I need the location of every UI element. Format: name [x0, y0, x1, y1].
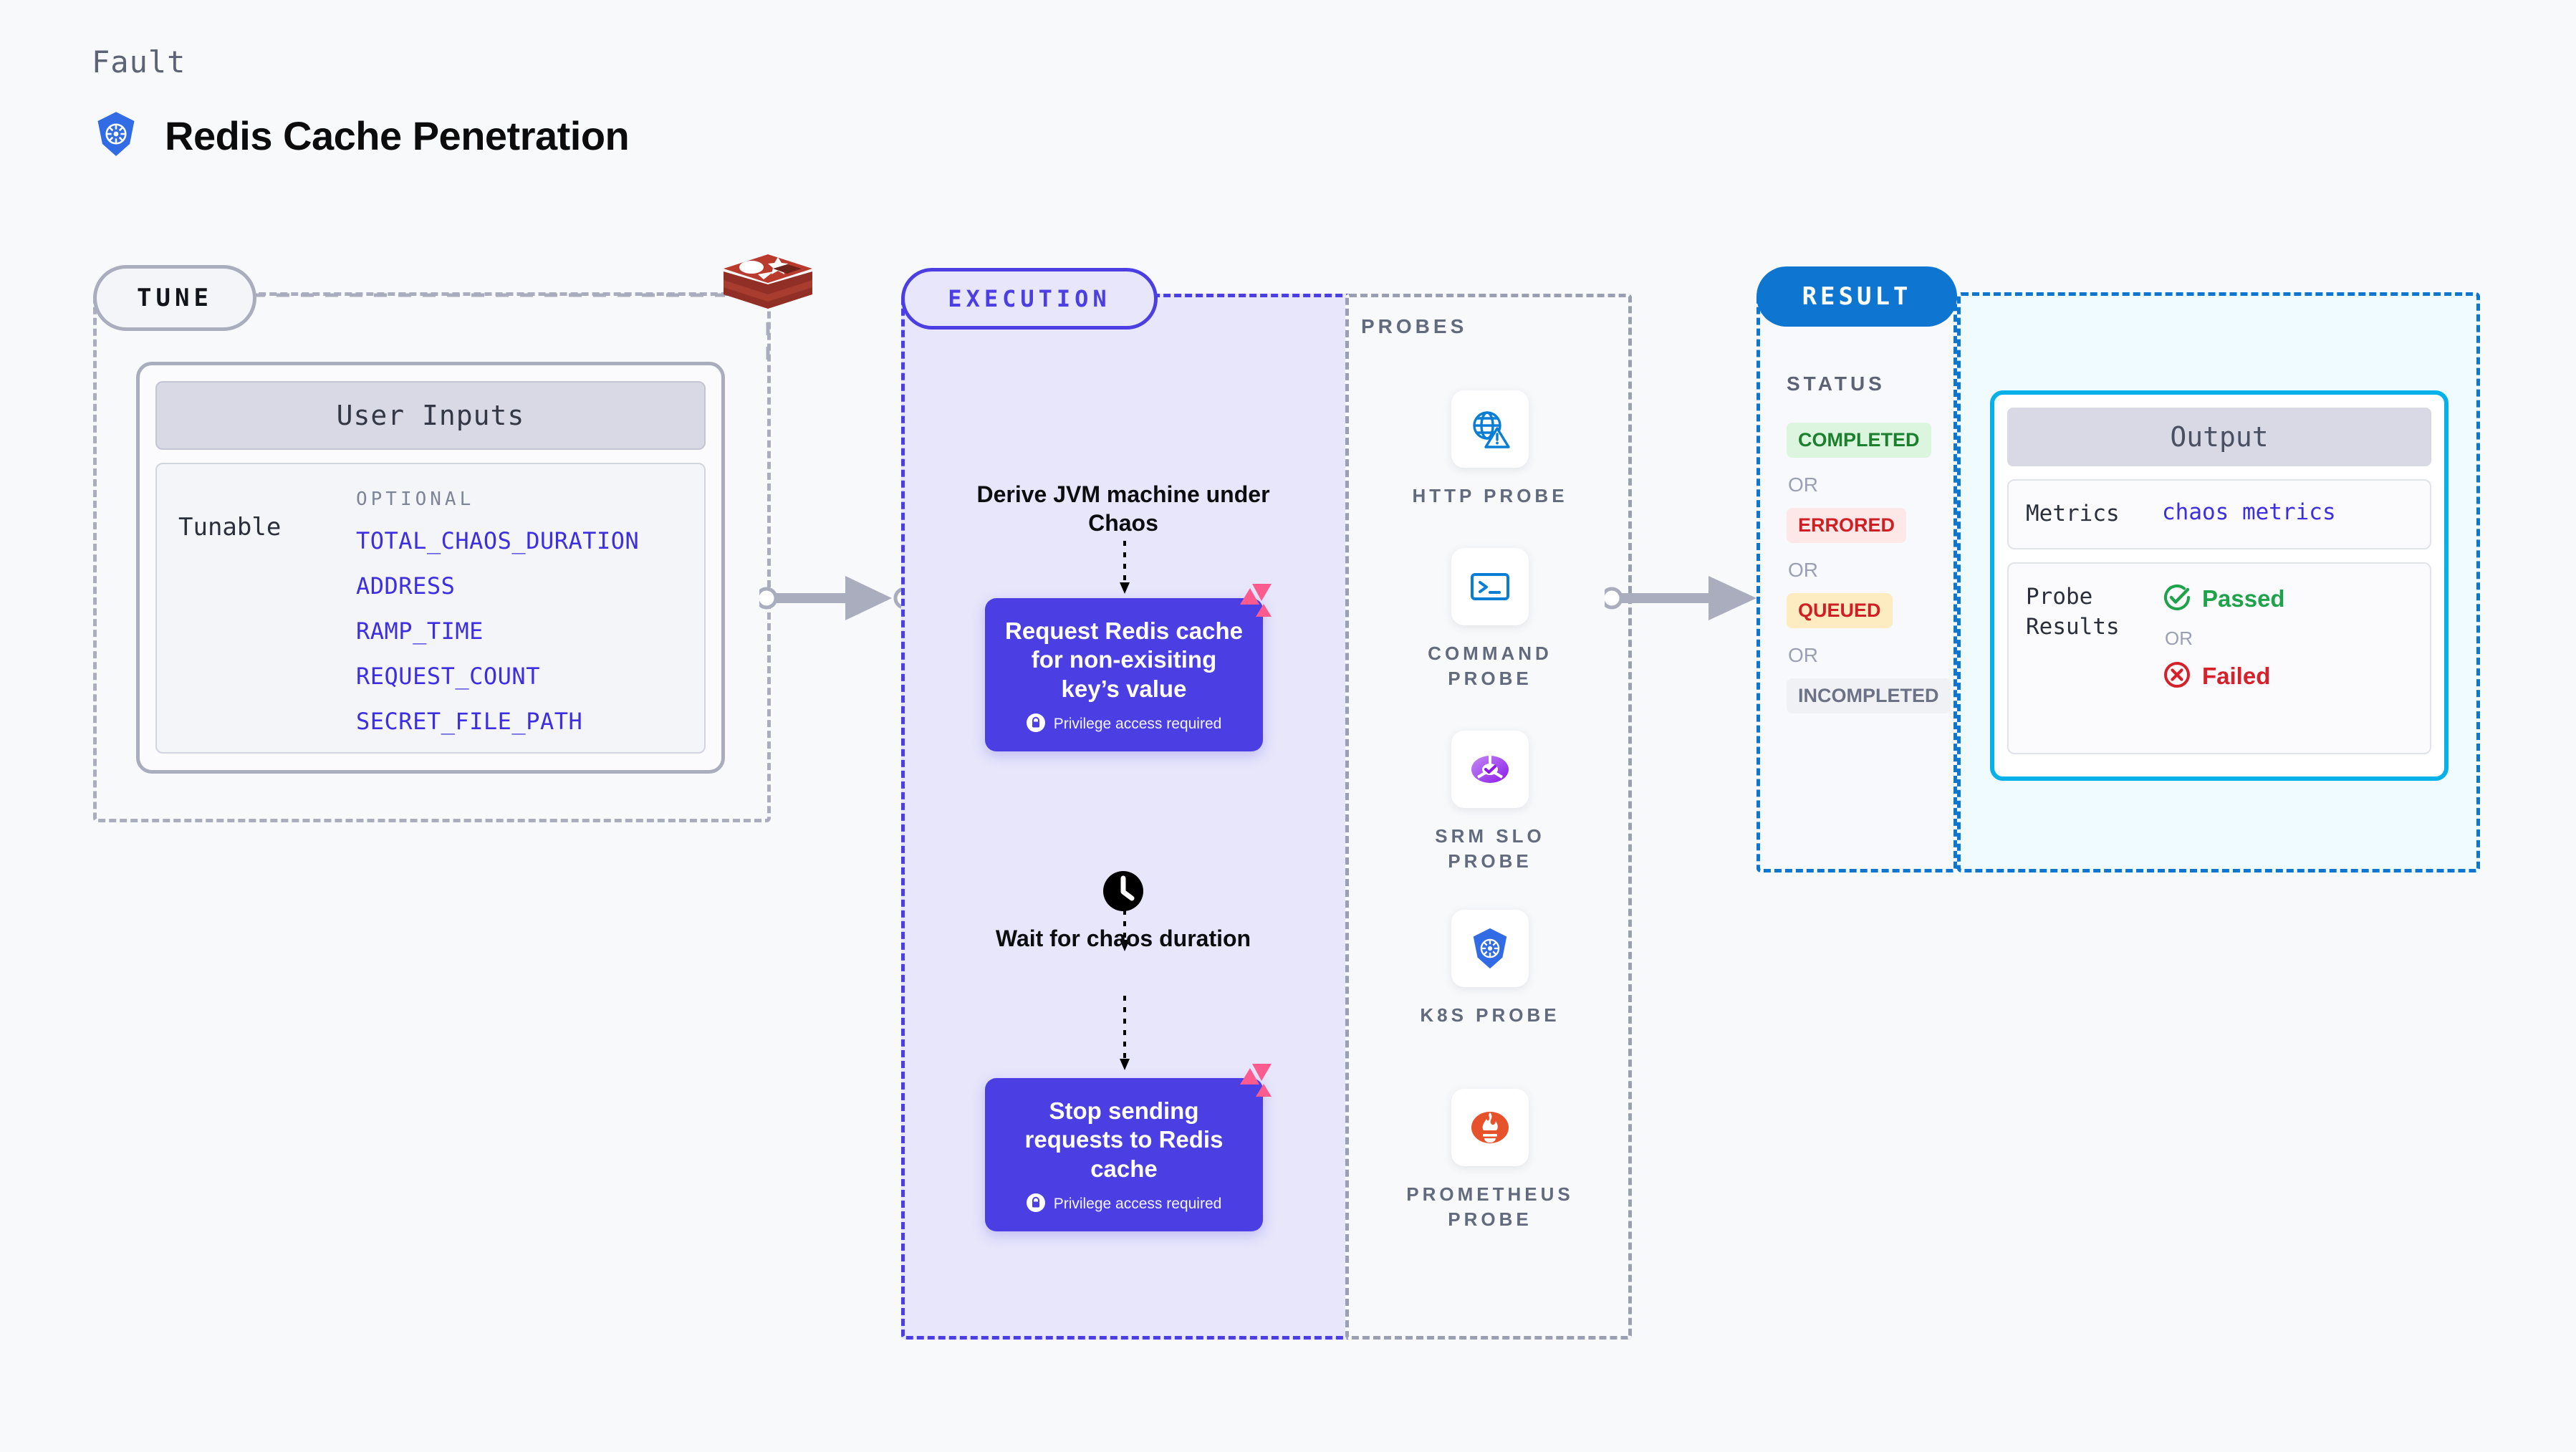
page-title: Redis Cache Penetration	[165, 113, 630, 158]
x-circle-icon	[2162, 660, 2192, 693]
privilege-row: Privilege access required	[1001, 1193, 1247, 1216]
tune-pill: TUNE	[93, 265, 256, 331]
user-inputs-title: User Inputs	[155, 381, 706, 450]
tunable-item[interactable]: TOTAL_CHAOS_DURATION	[356, 527, 640, 554]
srm-slo-donut-icon	[1451, 731, 1529, 808]
kubernetes-icon	[92, 110, 140, 162]
result-zone	[1756, 292, 1957, 872]
user-inputs-card: User Inputs Tunable OPTIONAL TOTAL_CHAOS…	[136, 362, 725, 774]
tunable-list: OPTIONAL TOTAL_CHAOS_DURATION ADDRESS RA…	[356, 489, 683, 752]
passed-label: Passed	[2202, 585, 2285, 612]
execution-flow: Derive JVM machine under Chaos Request R…	[901, 294, 1345, 1340]
output-probe-results-row: Probe Results Passed OR	[2007, 562, 2431, 754]
tunable-item[interactable]: ADDRESS	[356, 572, 456, 600]
lock-icon	[1026, 1193, 1045, 1216]
tune-to-redis-dashline	[252, 293, 725, 297]
tunable-label: Tunable	[178, 513, 282, 542]
prometheus-icon	[1451, 1089, 1529, 1166]
status-badge: ERRORED	[1787, 508, 1907, 543]
probe-label: SRM SLO PROBE	[1435, 825, 1545, 872]
output-title: Output	[2007, 408, 2431, 466]
flow-arrow	[1120, 875, 1130, 951]
kubernetes-icon	[1451, 910, 1529, 987]
tunable-body: Tunable OPTIONAL TOTAL_CHAOS_DURATION AD…	[155, 463, 706, 754]
or-label: OR	[1788, 559, 1818, 581]
redis-logo-icon	[718, 247, 818, 326]
probe-results-key: Probe Results	[2026, 583, 2120, 640]
litmus-chaos-icon	[1230, 1062, 1274, 1100]
probe-item-http[interactable]: HTTP PROBE	[1404, 390, 1576, 509]
status-badge: COMPLETED	[1787, 423, 1931, 458]
or-label: OR	[1788, 644, 1818, 666]
or-label: OR	[1788, 473, 1818, 496]
or-label: OR	[2165, 627, 2193, 649]
probe-label: PROMETHEUS PROBE	[1406, 1183, 1574, 1231]
probe-item-prometheus[interactable]: PROMETHEUS PROBE	[1404, 1089, 1576, 1232]
flow-arrow	[1120, 996, 1130, 1070]
failed-label: Failed	[2202, 663, 2271, 690]
privilege-text: Privilege access required	[1053, 716, 1222, 733]
output-metrics-row: Metrics chaos metrics	[2007, 479, 2431, 549]
litmus-chaos-icon	[1230, 582, 1274, 620]
probe-label: HTTP PROBE	[1412, 485, 1568, 506]
status-title: STATUS	[1787, 372, 1885, 395]
lock-icon	[1026, 713, 1045, 736]
page-header: Fault Redis Cache Penetration	[92, 44, 630, 162]
privilege-text: Privilege access required	[1053, 1196, 1222, 1213]
status-badge: INCOMPLETED	[1787, 678, 1951, 713]
output-card: Output Metrics chaos metrics Probe Resul…	[1990, 390, 2448, 781]
execution-step-title: Stop sending requests to Redis cache	[1024, 1097, 1224, 1182]
probe-label: COMMAND PROBE	[1428, 643, 1552, 690]
step-wait-caption: Wait for chaos duration	[995, 925, 1251, 951]
execution-step-title: Request Redis cache for non-exisiting ke…	[1005, 617, 1243, 702]
probe-item-srm-slo[interactable]: SRM SLO PROBE	[1404, 731, 1576, 874]
execution-step-box: Stop sending requests to Redis cache Pri…	[985, 1064, 1272, 1231]
clock-icon	[1099, 867, 1148, 919]
tunable-item[interactable]: REQUEST_COUNT	[356, 663, 540, 690]
flow-arrow	[1120, 541, 1130, 594]
title-row: Redis Cache Penetration	[92, 110, 630, 162]
probe-result-passed: Passed	[2162, 582, 2285, 616]
result-pill: RESULT	[1756, 266, 1957, 327]
terminal-icon	[1451, 548, 1529, 625]
probe-item-k8s[interactable]: K8S PROBE	[1404, 910, 1576, 1028]
status-stack: COMPLETED OR ERRORED OR QUEUED OR INCOMP…	[1787, 415, 1951, 721]
probe-item-command[interactable]: COMMAND PROBE	[1404, 548, 1576, 691]
execution-pill: EXECUTION	[901, 268, 1158, 330]
execution-step-box: Request Redis cache for non-exisiting ke…	[985, 584, 1272, 751]
check-circle-icon	[2162, 582, 2192, 616]
privilege-row: Privilege access required	[1001, 713, 1247, 736]
redis-dropline	[766, 322, 770, 365]
optional-label: OPTIONAL	[356, 489, 475, 510]
tune-to-execution-connector	[759, 576, 913, 620]
tunable-item[interactable]: RAMP_TIME	[356, 617, 484, 645]
fault-label: Fault	[92, 44, 186, 80]
globe-warning-icon	[1451, 390, 1529, 468]
metrics-link[interactable]: chaos metrics	[2162, 499, 2336, 525]
probe-label: K8S PROBE	[1420, 1004, 1560, 1026]
metrics-key: Metrics	[2026, 501, 2120, 527]
probe-results-values: Passed OR Failed	[2162, 582, 2285, 734]
step-derive-caption: Derive JVM machine under Chaos	[976, 481, 1270, 536]
probes-title: PROBES	[1361, 315, 1468, 337]
status-badge: QUEUED	[1787, 593, 1893, 628]
probe-result-failed: Failed	[2162, 660, 2285, 693]
tunable-item[interactable]: SECRET_FILE_PATH	[356, 708, 583, 735]
